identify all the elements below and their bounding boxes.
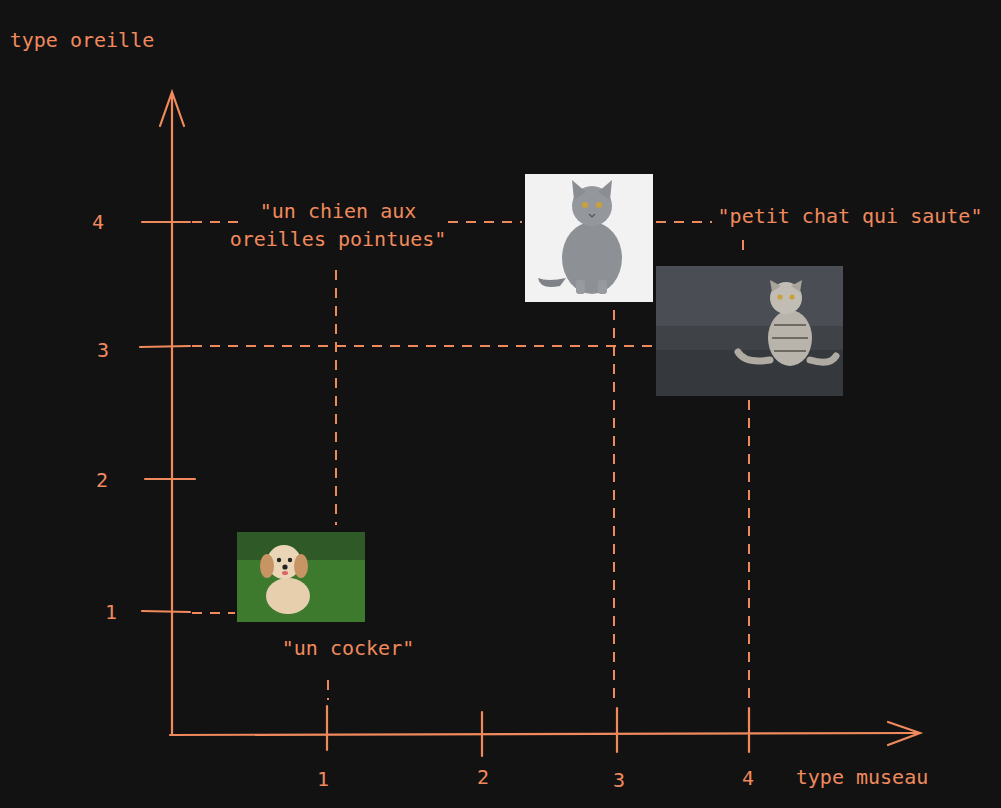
grey-cat-picture	[525, 174, 653, 302]
point-caption: "petit chat qui saute"	[718, 202, 983, 230]
label-holder: 1	[105, 598, 117, 626]
tick-number: 1	[105, 598, 117, 626]
label-holder: 3	[97, 336, 109, 364]
tick-number: 4	[92, 208, 104, 236]
label-holder: 3	[613, 766, 625, 794]
sofa-cat-picture	[656, 266, 843, 396]
dog-picture	[237, 532, 365, 622]
label-holder: 2	[477, 763, 489, 791]
tick-number: 2	[477, 763, 489, 791]
tick-number: 1	[317, 765, 329, 793]
point-caption: "un chien aux oreilles pointues"	[218, 197, 458, 253]
label-holder: type museau	[796, 763, 928, 791]
label-holder: "petit chat qui saute"	[718, 202, 983, 230]
label-holder: 1	[317, 765, 329, 793]
axis-title: type museau	[796, 763, 928, 791]
tick-number: 3	[97, 336, 109, 364]
label-holder: 2	[96, 466, 108, 494]
axis-title: type oreille	[10, 26, 155, 54]
label-holder: "un cocker"	[282, 634, 414, 662]
tick-number: 2	[96, 466, 108, 494]
tick-number: 4	[742, 764, 754, 792]
label-holder: 4	[92, 208, 104, 236]
label-holder: "un chien aux oreilles pointues"	[218, 197, 458, 253]
label-holder: 4	[742, 764, 754, 792]
axes	[140, 92, 920, 756]
tick-number: 3	[613, 766, 625, 794]
point-caption: "un cocker"	[282, 634, 414, 662]
label-holder: type oreille	[10, 26, 155, 54]
